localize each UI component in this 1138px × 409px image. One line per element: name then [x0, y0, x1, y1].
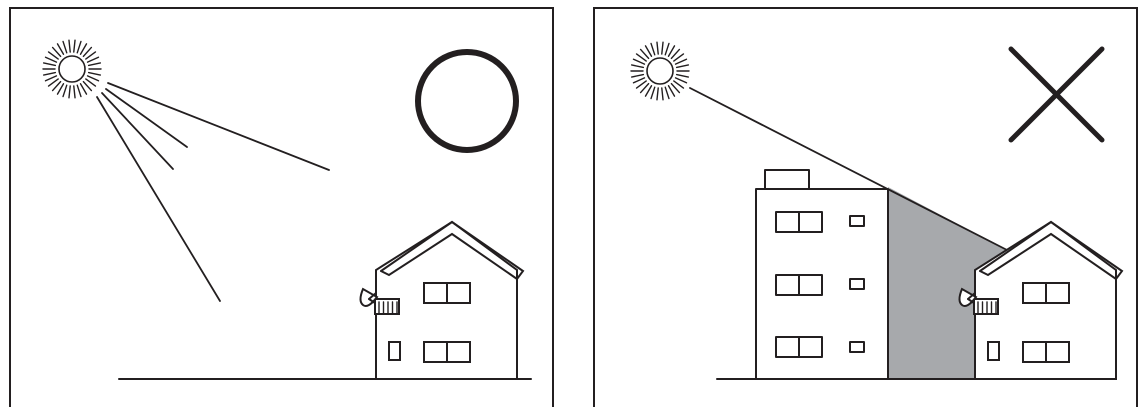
satellite-dish-icon	[361, 289, 378, 306]
house-window	[424, 283, 470, 303]
sun-rays	[97, 83, 329, 301]
panel-unobstructed	[9, 7, 554, 407]
sun-icon	[43, 40, 101, 98]
house-window	[1023, 283, 1069, 303]
apartment-window	[776, 275, 864, 295]
cross-mark-icon	[1011, 49, 1102, 140]
panel-obstructed	[593, 7, 1138, 407]
apartment-window	[776, 337, 864, 357]
apartment-building-icon	[756, 170, 888, 379]
balcony	[375, 299, 399, 314]
sun-icon	[631, 42, 689, 100]
apartment-window	[776, 212, 864, 232]
balcony	[974, 299, 998, 314]
circle-mark-icon	[418, 52, 516, 150]
house-icon	[361, 222, 524, 379]
blocked-sun-ray	[690, 88, 1007, 250]
scene-unobstructed	[11, 9, 556, 409]
scene-obstructed	[595, 9, 1138, 409]
